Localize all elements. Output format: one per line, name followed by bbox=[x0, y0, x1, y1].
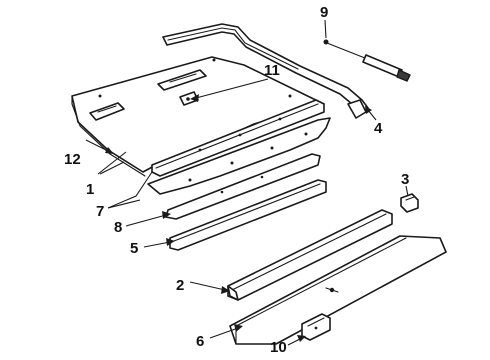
callout-5: 5 bbox=[130, 240, 138, 257]
callout-2: 2 bbox=[176, 277, 184, 294]
callout-9: 9 bbox=[320, 4, 328, 21]
callout-4: 4 bbox=[374, 120, 383, 137]
leader-lines bbox=[85, 19, 409, 346]
part-inner-trim-panel bbox=[147, 117, 331, 195]
part-sill-molding bbox=[169, 179, 327, 251]
callout-10: 10 bbox=[270, 339, 287, 356]
callouts: 1 2 3 4 5 6 7 8 9 10 11 12 bbox=[64, 4, 409, 356]
callout-7: 7 bbox=[96, 203, 104, 220]
part-lower-box-trim bbox=[229, 235, 447, 345]
part-clip bbox=[400, 193, 419, 213]
part-weatherstrip-frame bbox=[162, 23, 369, 119]
callout-1: 1 bbox=[86, 181, 94, 198]
callout-3: 3 bbox=[401, 171, 409, 188]
callout-11: 11 bbox=[264, 62, 280, 79]
callout-12: 12 bbox=[64, 151, 81, 168]
callout-8: 8 bbox=[114, 219, 122, 236]
callout-6: 6 bbox=[196, 333, 204, 350]
part-liftgate-panel bbox=[71, 56, 325, 177]
part-gas-strut bbox=[323, 39, 411, 82]
part-trim-panel bbox=[227, 209, 393, 301]
